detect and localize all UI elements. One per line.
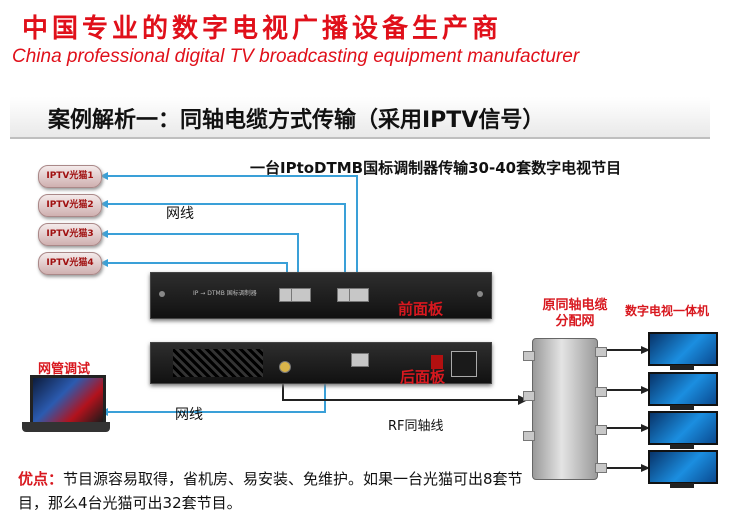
advantage-key: 优点：	[18, 470, 64, 488]
laptop-base	[22, 422, 110, 432]
power-socket	[451, 351, 477, 377]
network-cable-label: 网线	[166, 206, 194, 222]
coax-label: RF同轴线	[388, 419, 444, 434]
tv-icon	[648, 450, 718, 484]
tv-stand	[670, 444, 694, 449]
modem-label: IPTV光猫1	[46, 171, 94, 181]
solution-subtitle: 一台IPtoDTMB国标调制器传输30-40套数字电视节目	[250, 159, 622, 177]
ethernet-port	[291, 288, 311, 302]
modem-label: IPTV光猫4	[46, 258, 94, 268]
advantage-body: 节目源容易取得，省机房、易安装、免维护。如果一台光猫可出8套节目，那么4台光猫可…	[18, 470, 523, 512]
rear-panel-label: 后面板	[400, 368, 446, 386]
splitter-icon	[523, 338, 607, 480]
front-panel-text: IP → DTMB 国标调制器	[193, 290, 257, 297]
ethernet-port	[349, 288, 369, 302]
vent-grille	[173, 349, 263, 377]
tv-icon	[648, 372, 718, 406]
modem-label: IPTV光猫2	[46, 200, 94, 210]
ethernet-port	[351, 353, 369, 367]
network-cable-label: 网线	[175, 407, 203, 423]
modulator-front-panel: IP → DTMB 国标调制器	[150, 272, 492, 319]
modulator-rear-panel	[150, 342, 492, 384]
tv-stand	[670, 483, 694, 488]
advantage-text: 优点：节目源容易取得，省机房、易安装、免维护。如果一台光猫可出8套节目，那么4台…	[18, 467, 538, 515]
modem-icon: IPTV光猫4	[38, 252, 102, 275]
laptop-icon	[30, 375, 106, 425]
power-switch	[431, 355, 443, 369]
splitter-label: 原同轴电缆分配网	[542, 298, 608, 329]
tv-label: 数字电视一体机	[625, 304, 710, 318]
rf-connector	[279, 361, 291, 373]
modem-icon: IPTV光猫2	[38, 194, 102, 217]
modem-icon: IPTV光猫1	[38, 165, 102, 188]
tv-stand	[670, 365, 694, 370]
ip-cable-2	[102, 203, 346, 292]
ip-cable-1	[102, 175, 358, 292]
tv-stand	[670, 405, 694, 410]
tv-icon	[648, 411, 718, 445]
section-title-bar	[10, 97, 710, 139]
nms-label: 网管调试	[38, 362, 91, 377]
modem-label: IPTV光猫3	[46, 229, 94, 239]
page-title: 中国专业的数字电视广播设备生产商	[22, 14, 503, 44]
page-subtitle-en: China professional digital TV broadcasti…	[12, 46, 580, 67]
tv-icon	[648, 332, 718, 366]
front-panel-label: 前面板	[398, 300, 444, 318]
section-title: 案例解析一：同轴电缆方式传输（采用IPTV信号）	[48, 108, 545, 133]
modem-icon: IPTV光猫3	[38, 223, 102, 246]
